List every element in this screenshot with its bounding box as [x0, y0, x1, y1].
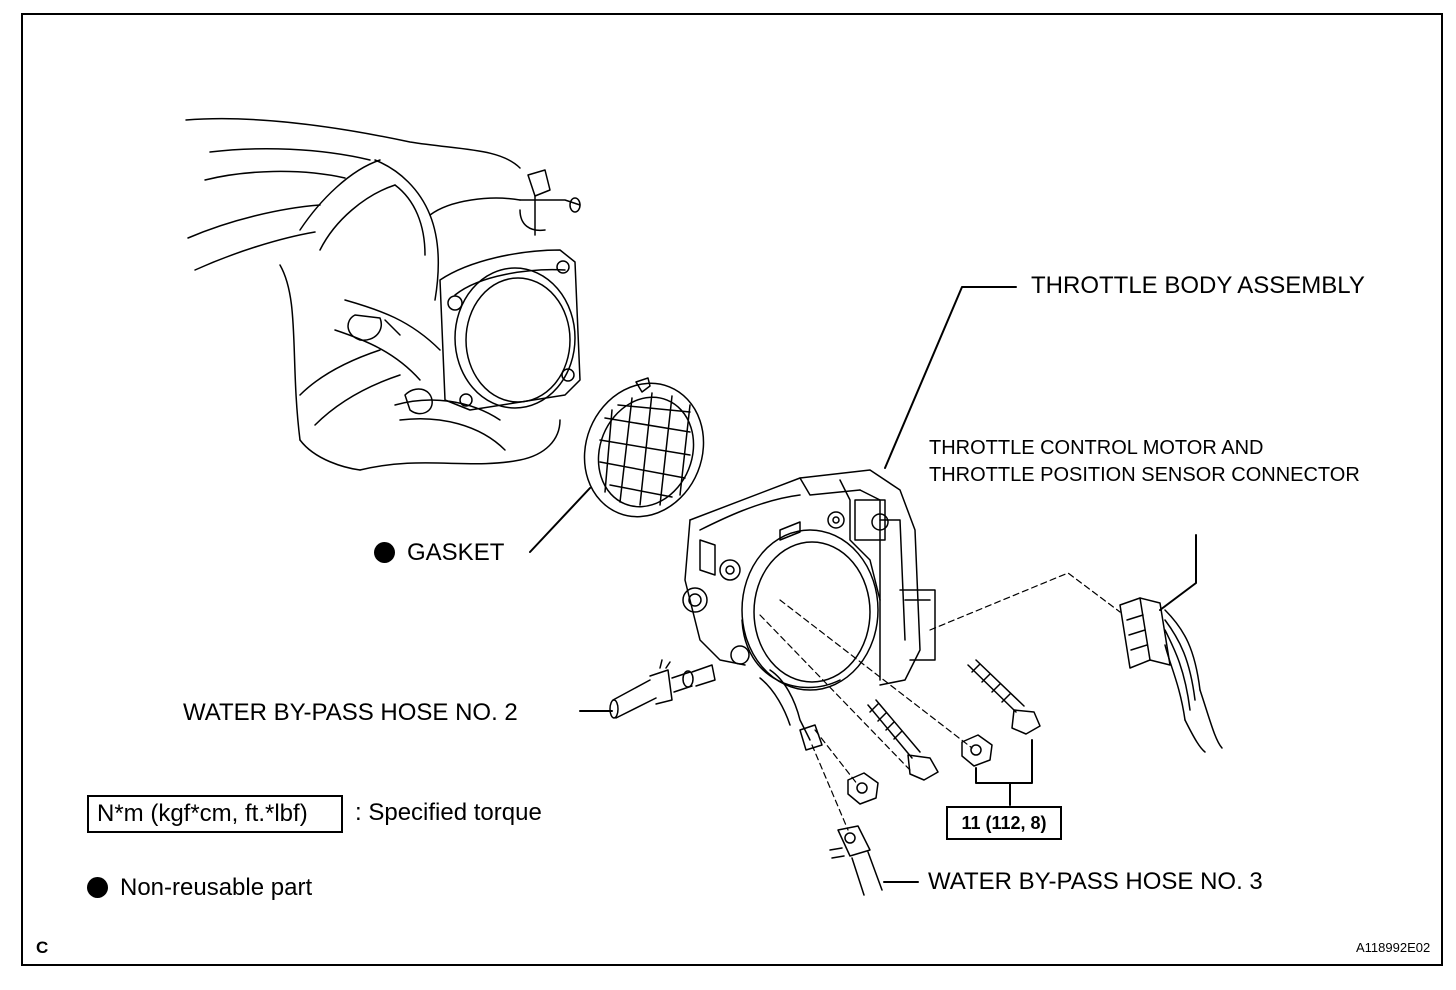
- torque-legend-box: N*m (kgf*cm, ft.*lbf): [87, 795, 343, 833]
- sensor-connector-part: [1119, 597, 1223, 753]
- torque-value-box: 11 (112, 8): [946, 806, 1062, 840]
- hose-no3-part: [799, 724, 883, 896]
- connector-label-line1: THROTTLE CONTROL MOTOR AND: [929, 437, 1264, 459]
- non-reusable-dot-icon: [87, 877, 108, 898]
- alignment-lines: [759, 572, 1121, 831]
- non-reusable-dot-icon: [374, 542, 395, 563]
- nonreusable-legend-text: Non-reusable part: [120, 874, 313, 901]
- bolt-long-part: [867, 699, 939, 781]
- gasket-text: GASKET: [407, 539, 505, 566]
- corner-letter: C: [36, 938, 49, 957]
- nut-part: [961, 734, 993, 767]
- throttle-body-label: THROTTLE BODY ASSEMBLY: [1031, 272, 1365, 299]
- torque-legend-text: : Specified torque: [355, 799, 542, 826]
- figure-frame: [21, 13, 1443, 966]
- gasket-part: [583, 377, 705, 518]
- nonreusable-legend: Non-reusable part: [87, 874, 312, 902]
- connector-label-line2: THROTTLE POSITION SENSOR CONNECTOR: [929, 464, 1360, 486]
- bolt-short-part: [967, 659, 1041, 735]
- throttle-body-part: [682, 469, 936, 741]
- leader-lines: [529, 286, 1197, 883]
- hose-no2-label: WATER BY-PASS HOSE NO. 2: [183, 699, 518, 726]
- hose-no2-part: [609, 659, 716, 719]
- intake-manifold: [185, 117, 581, 471]
- figure-code: A118992E02: [1356, 940, 1431, 955]
- nut-left-part: [847, 772, 879, 805]
- gasket-label: GASKET: [374, 539, 504, 567]
- hose-no3-label: WATER BY-PASS HOSE NO. 3: [928, 868, 1263, 895]
